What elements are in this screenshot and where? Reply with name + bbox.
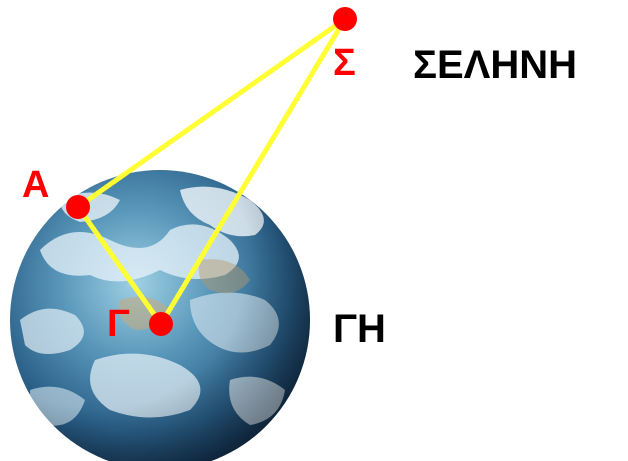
moon-name-label: ΣΕΛΗΝΗ <box>413 45 577 85</box>
moon-point-label: Σ <box>333 44 356 82</box>
center-point-label: Γ <box>107 305 130 343</box>
observer-point <box>66 195 90 219</box>
center-point <box>149 312 173 336</box>
moon-point <box>333 7 357 31</box>
earth-name-label: ΓΗ <box>333 309 386 349</box>
observer-point-label: Α <box>22 166 49 204</box>
line-observer-moon <box>78 19 345 207</box>
